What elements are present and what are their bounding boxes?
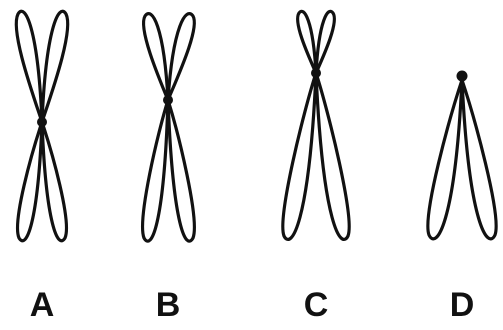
chromosome-d-label: D [450,286,475,324]
chromosome-b-upper-right-arm [168,14,194,100]
chromosome-d-left-arm [428,80,462,239]
chromosome-a-upper-left-arm [16,11,42,122]
chromosome-b: B [143,14,195,324]
chromosome-b-lower-left-arm [143,100,168,241]
chromosome-c: C [283,11,349,324]
chromosome-d: D [428,71,496,325]
chromosome-c-lower-right-arm [316,73,349,239]
chromosome-b-label: B [156,286,181,324]
chromosome-c-lower-left-arm [283,73,316,239]
chromosome-a-centromere [37,117,47,127]
chromosome-d-centromere [457,71,468,82]
chromosome-c-upper-right-arm [316,11,334,73]
chromosome-b-upper-left-arm [144,14,168,100]
chromosome-c-upper-left-arm [298,11,316,73]
chromosome-c-label: C [304,286,329,324]
chromosome-b-lower-right-arm [168,100,194,241]
chromosome-a-lower-right-arm [42,122,66,241]
chromosome-d-right-arm [462,80,496,239]
chromosome-b-centromere [163,95,173,105]
chromosome-a: A [16,11,67,324]
chromosome-a-label: A [30,286,55,324]
chromosome-a-lower-left-arm [18,122,42,241]
chromosome-a-upper-right-arm [42,11,68,122]
chromosome-c-centromere [311,68,321,78]
